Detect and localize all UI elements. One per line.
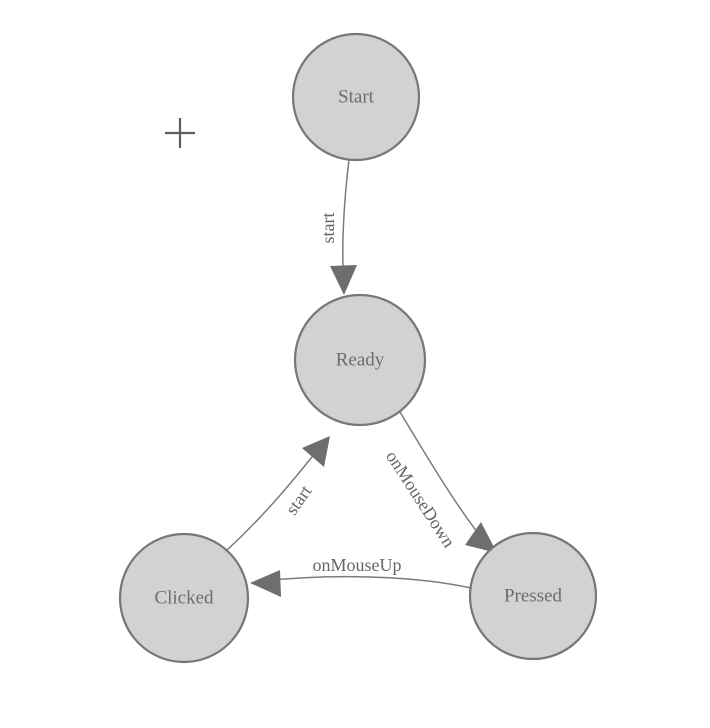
edge-pressed-to-clicked[interactable]: onMouseUp — [250, 555, 472, 597]
state-label-start[interactable]: Start — [338, 86, 375, 107]
state-node-pressed[interactable]: Pressed — [468, 531, 598, 661]
state-label-clicked[interactable]: Clicked — [154, 587, 214, 608]
crosshair-cursor — [165, 118, 195, 148]
edge-ready-to-pressed[interactable]: onMouseDown — [382, 411, 497, 553]
arrowhead-icon-start-to-ready — [330, 265, 357, 295]
state-circle-ready[interactable] — [293, 293, 427, 427]
state-circle-start[interactable] — [291, 32, 421, 162]
state-circle-pressed[interactable] — [468, 531, 598, 661]
edge-line-start-to-ready[interactable] — [342, 159, 350, 284]
edge-label-ready-to-pressed[interactable]: onMouseDown — [382, 447, 459, 551]
edge-start-to-ready[interactable]: start — [318, 159, 357, 295]
edge-label-pressed-to-clicked[interactable]: onMouseUp — [313, 555, 402, 575]
state-node-ready[interactable]: Ready — [293, 293, 427, 427]
arrowhead-icon-ready-to-pressed — [465, 522, 497, 553]
edge-line-pressed-to-clicked[interactable] — [262, 575, 472, 589]
state-label-pressed[interactable]: Pressed — [504, 585, 563, 606]
state-node-start[interactable]: Start — [291, 32, 421, 162]
arrowhead-icon-clicked-to-ready — [302, 436, 330, 467]
edge-line-clicked-to-ready[interactable] — [225, 446, 321, 552]
state-node-clicked[interactable]: Clicked — [118, 532, 250, 664]
edge-label-start-to-ready[interactable]: start — [318, 213, 338, 244]
arrowhead-icon-pressed-to-clicked — [250, 570, 281, 597]
state-circle-clicked[interactable] — [118, 532, 250, 664]
edge-clicked-to-ready[interactable]: start — [225, 436, 330, 552]
state-label-ready[interactable]: Ready — [336, 349, 385, 370]
